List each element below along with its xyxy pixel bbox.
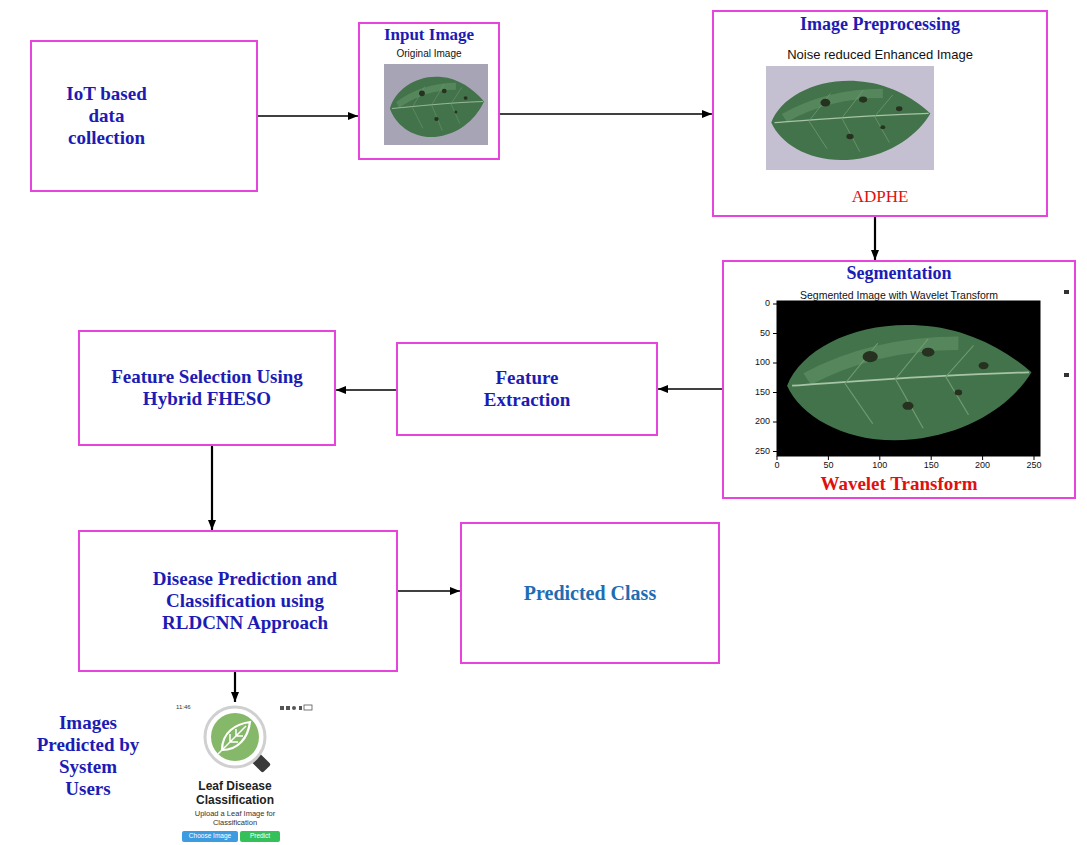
app-title: Leaf Disease Classification <box>185 780 285 808</box>
image-caption: Segmented Image with Wavelet Transform <box>728 289 1070 301</box>
flow-arrow <box>211 446 213 530</box>
flow-arrow <box>336 389 396 390</box>
process-box: Disease Prediction and Classification us… <box>78 530 398 672</box>
box-title: Segmentation <box>728 263 1070 284</box>
tick-label: 50 <box>760 328 770 338</box>
app-icon <box>205 707 271 773</box>
process-box: IoT based data collection <box>30 40 258 192</box>
flow-arrow <box>500 113 712 114</box>
tick-label: 0 <box>774 460 779 470</box>
tick-label: 150 <box>755 387 770 397</box>
method-label: Wavelet Transform <box>728 473 1070 495</box>
leaf-picture <box>771 81 930 160</box>
image-background <box>384 64 488 145</box>
box-title: Feature Selection Using Hybrid FHESO <box>107 366 307 410</box>
image-background <box>777 301 1040 456</box>
tick-label: 250 <box>1026 460 1041 470</box>
flow-arrow <box>398 590 460 591</box>
box-title: Input Image <box>364 25 494 45</box>
button-text: Choose Image <box>189 833 231 840</box>
leaf-picture <box>390 77 484 137</box>
plot-frame <box>777 301 1040 456</box>
button-text: Predict <box>250 833 270 840</box>
flow-arrow <box>874 217 876 260</box>
image-background <box>766 66 934 170</box>
method-label: ADPHE <box>718 187 1042 207</box>
box-title: Predicted Class <box>475 582 705 605</box>
image-caption: Noise reduced Enhanced Image <box>718 48 1042 63</box>
process-box: Feature Selection Using Hybrid FHESO <box>78 330 336 446</box>
app-subtitle: Upload a Leaf Image for Classification <box>180 810 290 827</box>
tick-label: 150 <box>924 460 939 470</box>
axis-ticks <box>773 304 1034 460</box>
status-icons <box>280 705 312 710</box>
side-label: Images Predicted by System Users <box>36 712 141 799</box>
image-caption: Original Image <box>364 48 494 60</box>
tick-label: 250 <box>755 446 770 456</box>
edge-mark <box>1064 373 1069 377</box>
tick-label: 100 <box>755 357 770 367</box>
process-box: Feature Extraction <box>396 342 658 436</box>
box-title: Feature Extraction <box>472 367 582 411</box>
status-time: 11:46 <box>176 704 191 711</box>
tick-label: 100 <box>872 460 887 470</box>
output-box: Predicted Class <box>460 522 720 664</box>
edge-mark <box>1064 290 1069 294</box>
tick-label: 0 <box>765 298 770 308</box>
flow-arrow <box>234 672 236 702</box>
box-title: Image Preprocessing <box>718 14 1042 35</box>
flow-arrow <box>658 388 722 389</box>
tick-label: 200 <box>755 416 770 426</box>
process-box: Image PreprocessingNoise reduced Enhance… <box>712 10 1048 217</box>
app-screen: Leaf Disease ClassificationUpload a Leaf… <box>162 702 308 842</box>
box-title: Disease Prediction and Classification us… <box>148 568 343 634</box>
flow-arrow <box>258 115 358 116</box>
box-title: IoT based data collection <box>54 83 159 149</box>
app-button: Predict <box>240 831 280 842</box>
tick-label: 50 <box>823 460 833 470</box>
tick-label: 200 <box>975 460 990 470</box>
process-box: Input ImageOriginal Image <box>358 22 500 160</box>
leaf-picture <box>787 325 1031 440</box>
app-button: Choose Image <box>182 831 238 842</box>
